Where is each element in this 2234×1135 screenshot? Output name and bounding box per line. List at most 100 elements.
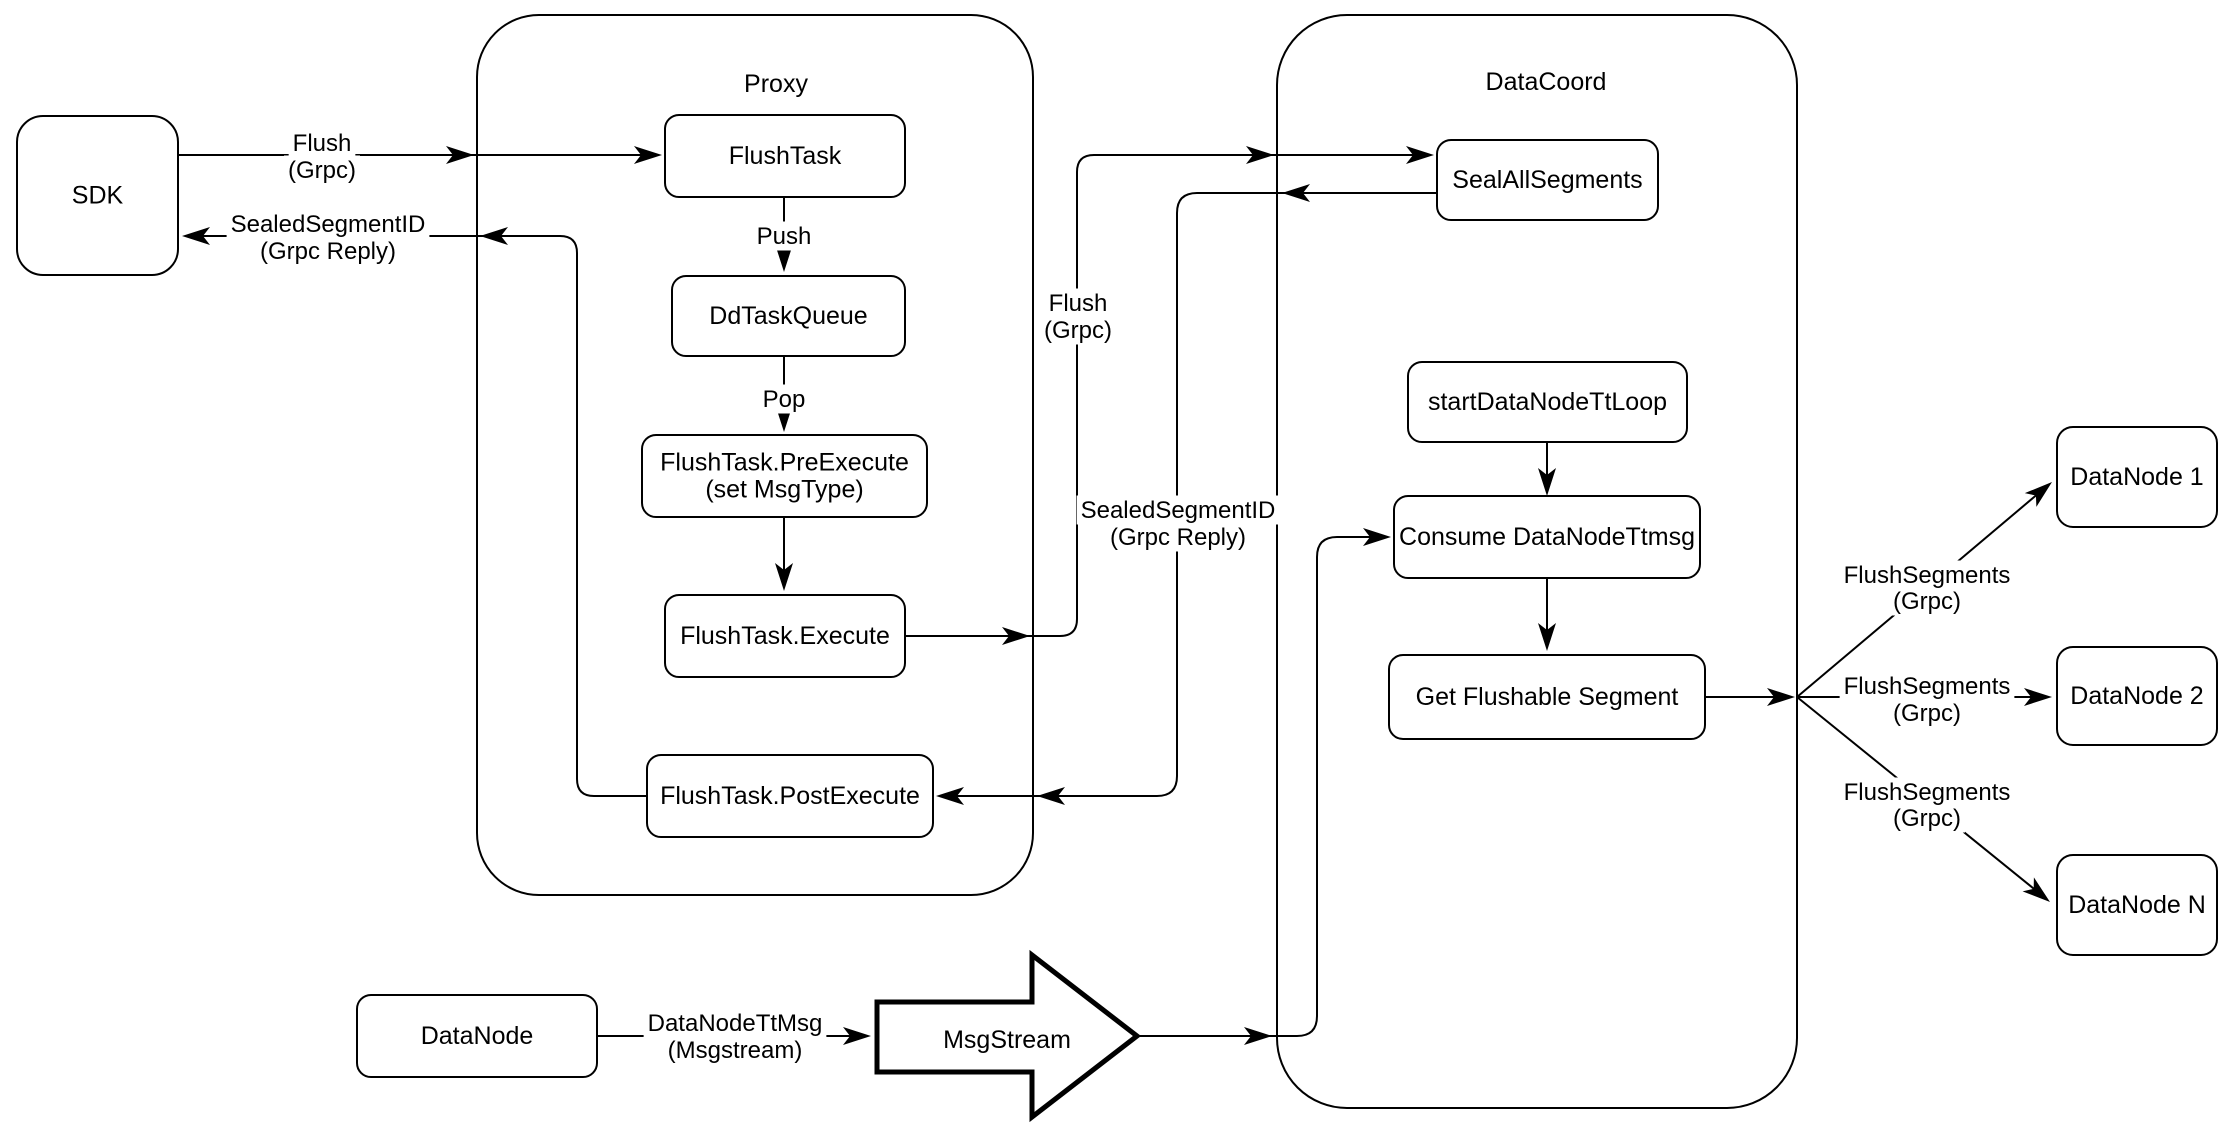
node-datanode-n-label: DataNode N (2068, 891, 2206, 919)
node-dd-task-queue: DdTaskQueue (671, 275, 906, 357)
label-halo (758, 384, 810, 414)
label-flushsegments-1: FlushSegments(Grpc) (1844, 562, 2011, 615)
node-flush-task-post-execute: FlushTask.PostExecute (646, 754, 934, 838)
label-halo (1044, 288, 1112, 318)
node-flush-task-pre-execute-label-line: FlushTask.PreExecute (660, 449, 909, 477)
label-flushsegments-3-line: FlushSegments (1844, 779, 2011, 806)
label-sealedsegmentid-reply-line: SealedSegmentID (1081, 497, 1276, 524)
label-datanodettmsg-line: DataNodeTtMsg (648, 1010, 823, 1037)
label-halo (1076, 495, 1280, 525)
edge-postexecute-to-sdk-arrowhead (480, 227, 508, 245)
label-flushsegments-1-line: FlushSegments (1844, 562, 2011, 589)
label-halo (284, 155, 360, 185)
nodes-layer: SDK FlushTaskDdTaskQueueFlushTask.PreExec… (16, 114, 2218, 1078)
edge-msgstream-to-consume-arrowhead (1244, 1027, 1272, 1045)
node-consume-datanode-ttmsg-box (1393, 495, 1701, 579)
label-flushsegments-1-line: (Grpc) (1893, 588, 1961, 615)
proxy-container-title: Proxy (744, 70, 808, 98)
label-sealedsegmentid-sdk: SealedSegmentID(Grpc Reply) (231, 211, 426, 265)
node-flush-task-label: FlushTask (729, 142, 842, 170)
node-datanode-1-label-line: DataNode 1 (2070, 463, 2203, 491)
node-seal-all-segments: SealAllSegments (1436, 139, 1659, 221)
label-halo (1839, 777, 2015, 807)
node-start-datanode-tt-loop: startDataNodeTtLoop (1407, 361, 1688, 443)
msgstream-arrow-icon (874, 949, 1142, 1123)
node-flush-task-label-line: FlushTask (729, 142, 842, 170)
node-get-flushable-segment-box (1388, 654, 1706, 740)
label-flush-grpc-datacoord-line: Flush (1049, 290, 1108, 317)
node-get-flushable-segment-label: Get Flushable Segment (1416, 683, 1679, 711)
datacoord-container (1276, 14, 1798, 1109)
datacoord-container-title: DataCoord (1486, 68, 1607, 96)
node-flush-task-execute: FlushTask.Execute (664, 594, 906, 678)
node-sdk-box (16, 115, 179, 276)
node-consume-datanode-ttmsg-label-line: Consume DataNodeTtmsg (1399, 523, 1695, 551)
node-datanode-2-box (2056, 646, 2218, 746)
node-datanode-n-label-line: DataNode N (2068, 891, 2206, 919)
label-sealedsegmentid-sdk-line: SealedSegmentID (231, 211, 426, 238)
edge-sdk-to-flushtask-arrowhead (634, 146, 662, 164)
node-flush-task-post-execute-label-line: FlushTask.PostExecute (660, 782, 920, 810)
node-datanode-n-box (2056, 854, 2218, 956)
node-dd-task-queue-box (671, 275, 906, 357)
label-flush-grpc-datacoord: Flush(Grpc) (1044, 290, 1112, 344)
edge-sealallsegments-to-postexecute (942, 192, 1437, 797)
label-flush-grpc-sdk: Flush(Grpc) (288, 130, 356, 184)
label-halo (1105, 522, 1251, 552)
label-halo (643, 1008, 827, 1038)
node-dd-task-queue-label-line: DdTaskQueue (709, 302, 867, 330)
node-datanode-1-label: DataNode 1 (2070, 463, 2203, 491)
edges-layer (178, 146, 2052, 1045)
edge-postexecute-to-sdk-arrowhead (182, 227, 210, 245)
label-sealedsegmentid-sdk-line: (Grpc Reply) (260, 238, 396, 265)
label-halo (226, 209, 430, 239)
label-halo (752, 221, 816, 251)
node-datanode-2-label-line: DataNode 2 (2070, 682, 2203, 710)
label-halo (663, 1035, 807, 1065)
node-consume-datanode-ttmsg: Consume DataNodeTtmsg (1393, 495, 1701, 579)
node-dd-task-queue-label: DdTaskQueue (709, 302, 867, 330)
label-halo (1889, 698, 1965, 728)
label-datanodettmsg-line: (Msgstream) (668, 1037, 803, 1064)
node-sdk-label: SDK (72, 182, 124, 210)
node-datanode-source-box (356, 994, 598, 1078)
edge-flushtask-to-ddtaskqueue-arrowhead (775, 244, 793, 272)
node-datanode-2-label: DataNode 2 (2070, 682, 2203, 710)
edge-labels-layer: Flush(Grpc)SealedSegmentID(Grpc Reply)Pu… (226, 128, 2015, 1065)
label-flushsegments-2-line: (Grpc) (1893, 700, 1961, 727)
edge-sealallsegments-to-postexecute-arrowhead (936, 787, 964, 805)
label-flush-grpc-sdk-line: (Grpc) (288, 157, 356, 184)
node-datanode-1: DataNode 1 (2056, 426, 2218, 528)
edge-getflushable-to-fanpoint-arrowhead (1767, 688, 1795, 706)
label-halo (1839, 560, 2015, 590)
label-halo (255, 236, 401, 266)
node-flush-task-pre-execute: FlushTask.PreExecute(set MsgType) (641, 434, 928, 518)
proxy-container (476, 14, 1034, 896)
node-flush-task-post-execute-box (646, 754, 934, 838)
node-datanode-2: DataNode 2 (2056, 646, 2218, 746)
node-start-datanode-tt-loop-box (1407, 361, 1688, 443)
edge-startloop-to-consume-arrowhead (1538, 468, 1556, 496)
containers-layer: Proxy DataCoord (476, 14, 1798, 1109)
edge-fan-to-datanode2-arrowhead (2024, 688, 2052, 706)
edge-fan-to-datanoden-arrowhead (2022, 877, 2050, 902)
node-flush-task-pre-execute-label: FlushTask.PreExecute(set MsgType) (660, 449, 909, 504)
label-flush-grpc-sdk-line: Flush (293, 130, 352, 157)
node-flush-task-box (664, 114, 906, 198)
node-seal-all-segments-label-line: SealAllSegments (1452, 166, 1642, 194)
node-datanode-source: DataNode (356, 994, 598, 1078)
edge-fan-to-datanode1-arrowhead (2024, 482, 2052, 507)
node-start-datanode-tt-loop-label-line: startDataNodeTtLoop (1428, 388, 1667, 416)
label-sealedsegmentid-reply: SealedSegmentID(Grpc Reply) (1081, 497, 1276, 551)
edge-msgstream-to-consume (1137, 536, 1385, 1037)
msgstream-shape: MsgStream (874, 949, 1142, 1123)
node-datanode-1-box (2056, 426, 2218, 528)
node-flush-task-post-execute-label: FlushTask.PostExecute (660, 782, 920, 810)
node-get-flushable-segment-label-line: Get Flushable Segment (1416, 683, 1679, 711)
node-flush-task-pre-execute-box (641, 434, 928, 518)
edge-consume-to-getflushable-arrowhead (1538, 623, 1556, 651)
label-halo (1889, 586, 1965, 616)
edge-sealallsegments-to-postexecute-arrowhead (1282, 184, 1310, 202)
node-flush-task-pre-execute-label-line: (set MsgType) (705, 476, 863, 504)
